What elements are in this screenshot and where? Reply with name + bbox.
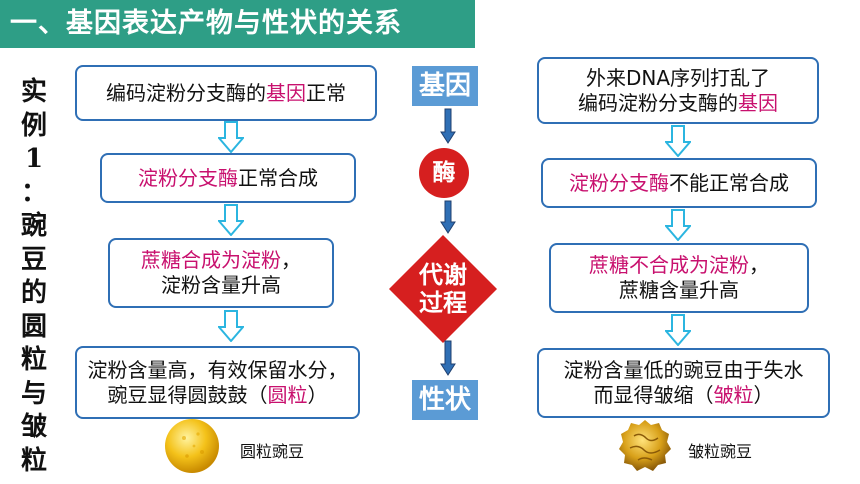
left-gene-text: 编码淀粉分支酶的基因正常 bbox=[106, 80, 346, 105]
right-gene-box: 外来DNA序列打乱了 编码淀粉分支酶的基因 bbox=[537, 57, 819, 124]
down-arrow-icon bbox=[665, 125, 691, 157]
wrinkled-pea-icon bbox=[619, 420, 671, 471]
left-trait-box: 淀粉含量高，有效保留水分， 豌豆显得圆鼓鼓（圆粒） bbox=[75, 346, 360, 419]
trait-label: 性状 bbox=[412, 380, 478, 420]
side-title: 实 例 1 ： 豌 豆 的 圆 粒 与 皱 粒 bbox=[12, 76, 56, 478]
down-arrow-icon bbox=[440, 108, 456, 144]
enzyme-badge: 酶 bbox=[419, 148, 469, 198]
side-title-char: 豌 bbox=[20, 211, 47, 241]
right-enzyme-box: 淀粉分支酶不能正常合成 bbox=[541, 158, 817, 208]
down-arrow-icon bbox=[218, 310, 244, 342]
right-trait-box: 淀粉含量低的豌豆由于失水 而显得皱缩（皱粒） bbox=[537, 348, 830, 418]
left-metabolism-box: 蔗糖合成为淀粉， 淀粉含量升高 bbox=[108, 238, 334, 308]
page-title: 一、基因表达产物与性状的关系 bbox=[0, 0, 475, 48]
side-title-char: 1 bbox=[24, 144, 44, 174]
side-title-char: 实 bbox=[20, 77, 47, 107]
round-pea-caption: 圆粒豌豆 bbox=[240, 442, 305, 461]
down-arrow-icon bbox=[440, 200, 456, 234]
down-arrow-icon bbox=[665, 314, 691, 346]
side-title-char: 例 bbox=[20, 110, 47, 141]
down-arrow-icon bbox=[218, 204, 244, 236]
round-pea-icon bbox=[165, 419, 219, 473]
metabolism-diamond: 代谢 过程 bbox=[389, 235, 497, 343]
down-arrow-icon bbox=[440, 340, 456, 376]
side-title-char: 圆 bbox=[20, 311, 47, 342]
right-metabolism-box: 蔗糖不合成为淀粉， 蔗糖含量升高 bbox=[549, 243, 809, 313]
side-title-char: 粒 bbox=[20, 445, 47, 476]
side-title-char: ： bbox=[20, 177, 47, 208]
diamond-shape bbox=[389, 235, 497, 343]
side-title-char: 豆 bbox=[20, 244, 47, 275]
wrinkled-pea-caption: 皱粒豌豆 bbox=[688, 442, 753, 461]
left-enzyme-box: 淀粉分支酶正常合成 bbox=[100, 153, 356, 203]
side-title-char: 与 bbox=[20, 378, 47, 409]
down-arrow-icon bbox=[218, 121, 244, 153]
gene-label: 基因 bbox=[412, 66, 478, 106]
side-title-char: 的 bbox=[20, 278, 47, 308]
side-title-char: 皱 bbox=[20, 412, 47, 442]
left-gene-box: 编码淀粉分支酶的基因正常 bbox=[75, 65, 377, 121]
down-arrow-icon bbox=[665, 209, 691, 241]
side-title-char: 粒 bbox=[20, 345, 47, 375]
